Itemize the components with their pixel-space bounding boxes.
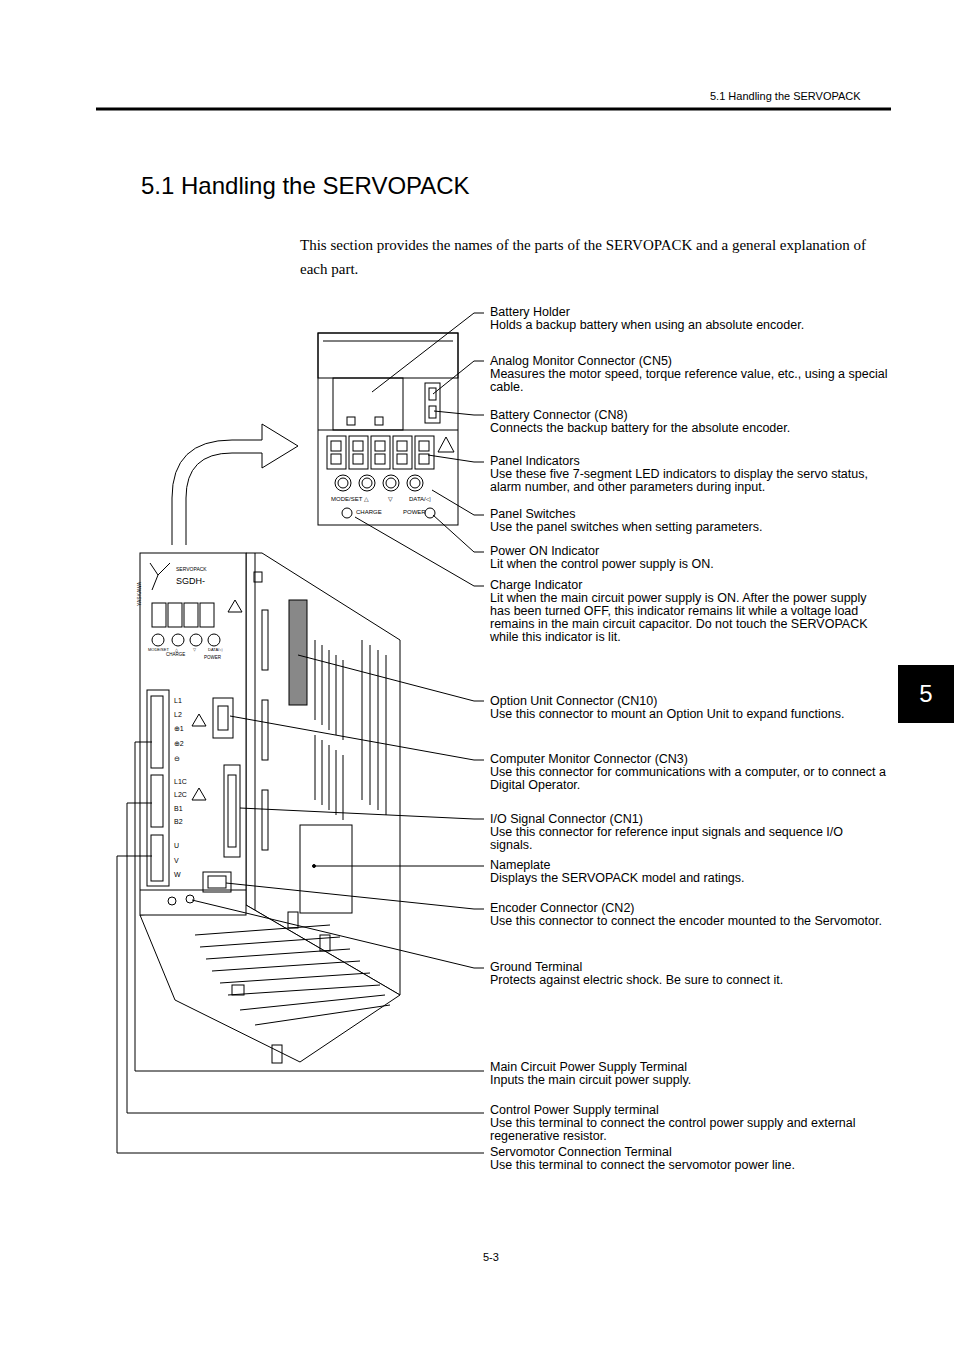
part-name: Analog Monitor Connector (CN5)	[490, 355, 672, 368]
body-text: △	[175, 647, 178, 652]
header-rule	[96, 108, 891, 111]
body-text: CHARGE	[166, 652, 185, 657]
chapter-number: 5	[919, 680, 932, 708]
part-name: Nameplate	[490, 859, 550, 872]
chapter-tab: 5	[898, 665, 954, 723]
terminal-name: L2C	[174, 791, 187, 799]
part-description: Holds a backup battery when using an abs…	[490, 319, 888, 332]
terminal-name: B2	[174, 818, 183, 826]
body-text: SGDH-	[176, 576, 205, 586]
terminal-name: L2	[174, 711, 182, 719]
running-head: 5.1 Handling the SERVOPACK	[710, 90, 861, 103]
panel-text: CHARGE	[356, 509, 382, 516]
panel-closeup	[318, 333, 458, 525]
part-name: Servomotor Connection Terminal	[490, 1146, 672, 1159]
panel-text: △	[364, 496, 369, 503]
terminal-name: ⊕1	[174, 725, 184, 733]
part-name: Encoder Connector (CN2)	[490, 902, 635, 915]
terminal-name: ⊖	[174, 755, 180, 763]
body-text: SERVOPACK	[176, 566, 207, 572]
part-description: Use the panel switches when setting para…	[490, 521, 888, 534]
part-name: Power ON Indicator	[490, 545, 599, 558]
part-description: Measures the motor speed, torque referen…	[490, 368, 888, 394]
part-description: Use these five 7-segment LED indicators …	[490, 468, 888, 494]
page-number: 5-3	[483, 1251, 499, 1264]
section-title: 5.1 Handling the SERVOPACK	[141, 172, 470, 200]
intro-text: This section provides the names of the p…	[300, 233, 895, 281]
part-name: Main Circuit Power Supply Terminal	[490, 1061, 687, 1074]
body-text: DATA/◁	[208, 647, 222, 652]
part-description: Displays the SERVOPACK model and ratings…	[490, 872, 888, 885]
part-description: Inputs the main circuit power supply.	[490, 1074, 888, 1087]
part-description: Use this connector for communications wi…	[490, 766, 888, 792]
part-name: Charge Indicator	[490, 579, 582, 592]
part-name: Computer Monitor Connector (CN3)	[490, 753, 688, 766]
part-name: Panel Switches	[490, 508, 575, 521]
part-name: Battery Connector (CN8)	[490, 409, 628, 422]
body-text: POWER	[204, 655, 221, 660]
terminal-name: L1C	[174, 778, 187, 786]
part-description: Use this terminal to connect the control…	[490, 1117, 888, 1143]
part-name: Panel Indicators	[490, 455, 580, 468]
terminal-name: V	[174, 857, 179, 865]
servopack-body	[140, 553, 400, 1063]
terminal-name: U	[174, 842, 179, 850]
body-text: YASKAWA	[136, 582, 142, 606]
part-description: Lit when the control power supply is ON.	[490, 558, 888, 571]
part-description: Connects the backup battery for the abso…	[490, 422, 888, 435]
part-name: Option Unit Connector (CN10)	[490, 695, 657, 708]
body-text: MODE/SET	[148, 647, 169, 652]
part-description: Use this connector for reference input s…	[490, 826, 888, 852]
terminal-name: ⊕2	[174, 740, 184, 748]
view-arrow	[172, 424, 298, 545]
terminal-name: L1	[174, 697, 182, 705]
part-description: Protects against electric shock. Be sure…	[490, 974, 888, 987]
part-description: Use this connector to mount an Option Un…	[490, 708, 888, 721]
panel-text: ▽	[388, 496, 393, 503]
terminal-name: W	[174, 871, 181, 879]
part-name: Control Power Supply terminal	[490, 1104, 659, 1117]
part-name: Ground Terminal	[490, 961, 582, 974]
part-name: I/O Signal Connector (CN1)	[490, 813, 643, 826]
part-name: Battery Holder	[490, 306, 570, 319]
panel-text: POWER	[403, 509, 426, 516]
terminal-name: B1	[174, 805, 183, 813]
part-description: Lit when the main circuit power supply i…	[490, 592, 888, 644]
panel-text: MODE/SET	[331, 496, 362, 503]
part-description: Use this terminal to connect the servomo…	[490, 1159, 888, 1172]
body-text: ▽	[193, 647, 196, 652]
leader-lines	[117, 313, 484, 1153]
part-description: Use this connector to connect the encode…	[490, 915, 888, 928]
panel-text: DATA/◁	[409, 496, 430, 503]
